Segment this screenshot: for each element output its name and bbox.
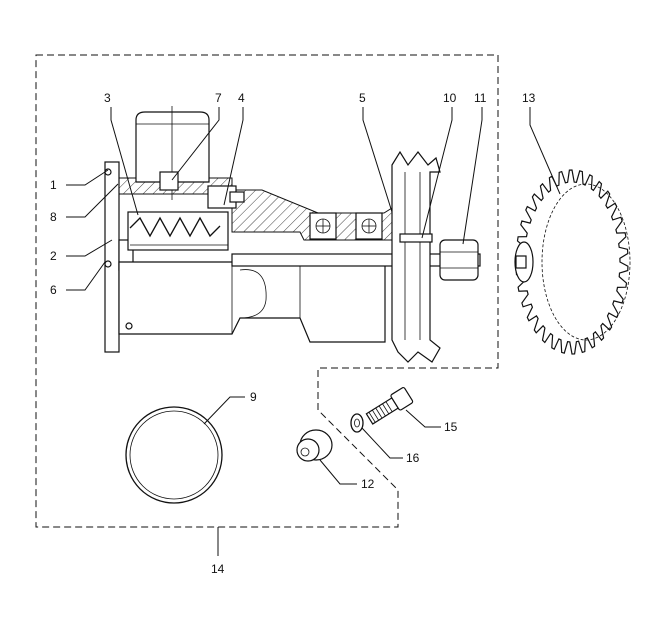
hex-bolt [365,387,414,425]
pulley-disc [391,150,441,363]
housing-lower-body [118,261,386,343]
callout-10: 10 [443,91,457,105]
gear-face-dashed [541,183,631,341]
o-ring [125,406,223,504]
callout-12: 12 [361,477,375,491]
leader-lines [66,107,561,556]
spur-gear [514,169,631,355]
kit-boundary-dashed [35,54,499,528]
gearbox-housing [104,106,481,363]
callout-9: 9 [250,390,257,404]
gear-keyway [515,255,527,269]
bearing-2 [355,212,383,240]
shaft-nut [439,239,479,281]
callout-8: 8 [50,210,57,224]
motor-cap [135,111,210,183]
callout-4: 4 [238,91,245,105]
callout-13: 13 [522,91,536,105]
plug-pin [296,429,333,462]
callout-1: 1 [50,178,57,192]
worm-gear-bore [127,211,229,251]
callout-14: 14 [211,562,225,576]
callout-7: 7 [215,91,222,105]
callout-15: 15 [444,420,458,434]
callout-11: 11 [474,91,487,105]
callout-2: 2 [50,249,57,263]
callout-5: 5 [359,91,366,105]
callout-labels: 1 8 2 6 3 7 4 5 10 11 13 9 15 16 12 14 [50,91,536,576]
callout-16: 16 [406,451,420,465]
washer [350,413,364,433]
callout-6: 6 [50,283,57,297]
callout-3: 3 [104,91,111,105]
